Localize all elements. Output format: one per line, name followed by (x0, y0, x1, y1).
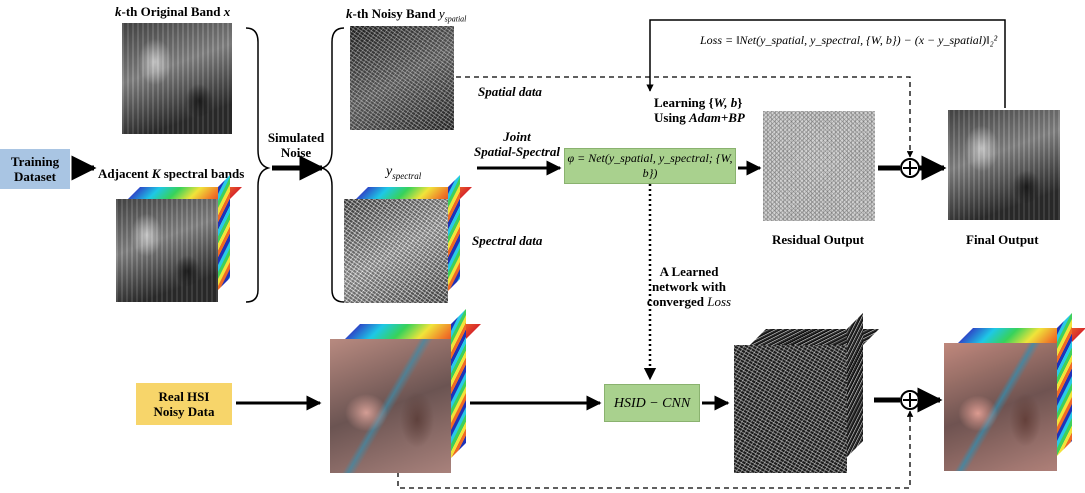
real-hsi-box: Real HSI Noisy Data (136, 383, 232, 425)
dashed-arrow-spatial-to-plus (456, 76, 914, 158)
arrow-loss-feedback (646, 19, 1006, 108)
original-band-label: k-th Original Band x (115, 4, 231, 19)
joint-label: Joint Spatial-Spectral (474, 129, 560, 159)
residual-output-image (763, 111, 875, 221)
noisy-band-image (350, 26, 454, 130)
net-formula-box: φ = Net(y_spatial, y_spectral; {W, b}) (564, 148, 736, 184)
spatial-data-label: Spatial data (478, 84, 542, 99)
final-output-image (948, 110, 1060, 220)
simulated-noise-label: Simulated Noise (267, 130, 325, 160)
learned-network-label: A Learned network with converged Loss (646, 264, 732, 309)
final-output-label: Final Output (966, 232, 1039, 247)
cube-front-face (344, 199, 448, 303)
residual-output-label: Residual Output (772, 232, 865, 247)
hsid-cnn-box: HSID − CNN (604, 384, 700, 422)
y-spectral-label: yspectral (386, 164, 422, 181)
cube-front-face (944, 343, 1057, 471)
curly-bracket-left (245, 27, 271, 303)
spectral-data-label: Spectral data (472, 233, 543, 248)
cube-front-face (734, 345, 847, 473)
training-dataset-box: Training Dataset (0, 149, 70, 189)
curly-bracket-right (319, 27, 345, 303)
cube-side-face (451, 309, 466, 458)
loss-formula: Loss = ‖Net(y_spatial, y_spectral, {W, b… (700, 33, 998, 47)
noisy-band-label: k-th Noisy Band yspatial (346, 6, 467, 24)
learning-label: Learning {W, b} (654, 95, 743, 110)
cube-side-face (218, 175, 230, 290)
cube-side-face (448, 175, 460, 291)
cube-side-face (847, 313, 863, 457)
original-band-image (122, 23, 232, 134)
using-label: Using Adam+BP (654, 110, 745, 125)
dashed-arrow-bottom-loop (397, 410, 914, 489)
cube-front-face (116, 199, 218, 302)
cube-front-face (330, 339, 451, 473)
adjacent-bands-label: Adjacent K spectral bands (98, 166, 245, 181)
cube-side-face (1057, 313, 1072, 456)
